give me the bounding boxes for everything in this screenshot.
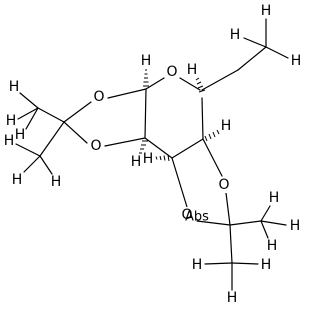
bonds — [15, 18, 289, 291]
methyl-a1-h-bottom-label: H — [15, 127, 26, 143]
bond-cq-a-ma1 — [37, 107, 65, 123]
bond-oa-bottom-c3 — [104, 137, 146, 147]
methyl-a2-h-right-label: H — [51, 174, 62, 190]
bond-ma2-h-left — [15, 143, 41, 157]
bond-ma1-h-top — [19, 92, 39, 109]
bond-o-ring-c6 — [179, 77, 201, 91]
bond-c4-c3 — [144, 137, 173, 159]
methyl-b2-h-left-label: H — [192, 257, 203, 273]
bond-c1-oa-top — [107, 88, 147, 99]
bond-cq-a-oa-bottom — [63, 121, 88, 144]
bond-ma2-h-right — [39, 155, 53, 175]
bond-c6-c5 — [201, 97, 204, 140]
bond-mb2-h-right — [231, 262, 259, 265]
bond-cq-b-ob-left — [196, 220, 231, 226]
dioxolane-a-oxygen-bottom-label: O — [90, 138, 101, 154]
hash-c3-h — [139, 140, 148, 154]
ethyl-h-top-label: H — [261, 3, 272, 19]
bond-ob-right-cq-b — [225, 192, 231, 226]
bond-mb1-h-top — [260, 205, 271, 222]
bond-cq-b-mb1 — [229, 220, 262, 226]
bond-c3-c1 — [144, 88, 147, 139]
dioxolane-b-oxygen-right-label: O — [218, 177, 229, 193]
bond-mb1-h-bottom — [260, 220, 269, 239]
methyl-b1-h-top-label: H — [269, 190, 280, 206]
methyl-a1-h-top-label: H — [9, 79, 20, 95]
bond-oa-top-cq-a — [63, 101, 92, 123]
bond-c5-ob-right — [202, 138, 223, 177]
methyl-b2-h-bottom-label: H — [227, 290, 238, 306]
methyl-a1-h-left-label: H — [6, 113, 17, 129]
bond-c1-o-ring — [145, 77, 165, 90]
bond-ch3-h-left — [243, 37, 267, 48]
stereo-hash-bonds — [139, 69, 220, 162]
bond-ma1-h-left — [17, 107, 39, 120]
bond-c5-c4 — [171, 138, 204, 159]
bond-ma1-h-bottom — [25, 107, 39, 130]
methyl-b1-h-right-label: H — [290, 218, 301, 234]
h-c6-label: H — [187, 62, 198, 78]
atom-labels: O O O O O Abs H H H H H H H H H H H H H … — [4, 3, 302, 306]
ring-oxygen-label: O — [166, 64, 177, 80]
bond-cq-b-mb2 — [229, 224, 233, 264]
bond-mb1-h-right — [260, 220, 287, 226]
h-c2-label: H — [131, 154, 142, 170]
ethyl-h-right-label: H — [291, 53, 302, 69]
bond-ch3-h-right — [265, 46, 289, 59]
hash-c4-h — [155, 154, 170, 162]
hash-c1-h — [143, 69, 149, 87]
bond-c6-ch2 — [201, 69, 239, 91]
methyl-a2-h-left-label: H — [4, 133, 15, 149]
abs-stereo-label: Abs — [185, 210, 209, 225]
methyl-b2-h-right-label: H — [261, 257, 272, 273]
ethyl-h-left-label: H — [230, 27, 241, 43]
bond-ob-left-c4 — [171, 157, 188, 208]
h-anomeric-label: H — [141, 53, 152, 69]
dioxolane-a-oxygen-top-label: O — [93, 89, 104, 105]
hash-c6-h — [195, 77, 206, 93]
bond-ma2-h-bottom — [23, 155, 41, 173]
h-c4-label: H — [143, 151, 154, 167]
bond-ch2-ch3 — [237, 46, 267, 71]
methyl-b1-h-bottom-label: H — [267, 238, 278, 254]
h-c5-label: H — [221, 118, 232, 134]
bond-mb2-h-left — [204, 262, 233, 265]
methyl-a2-h-bottom-label: H — [12, 172, 23, 188]
dioxolane-b-oxygen-left-label: O — [181, 207, 192, 223]
bond-cq-a-ma2 — [39, 121, 65, 157]
hash-c5-h — [204, 129, 220, 142]
